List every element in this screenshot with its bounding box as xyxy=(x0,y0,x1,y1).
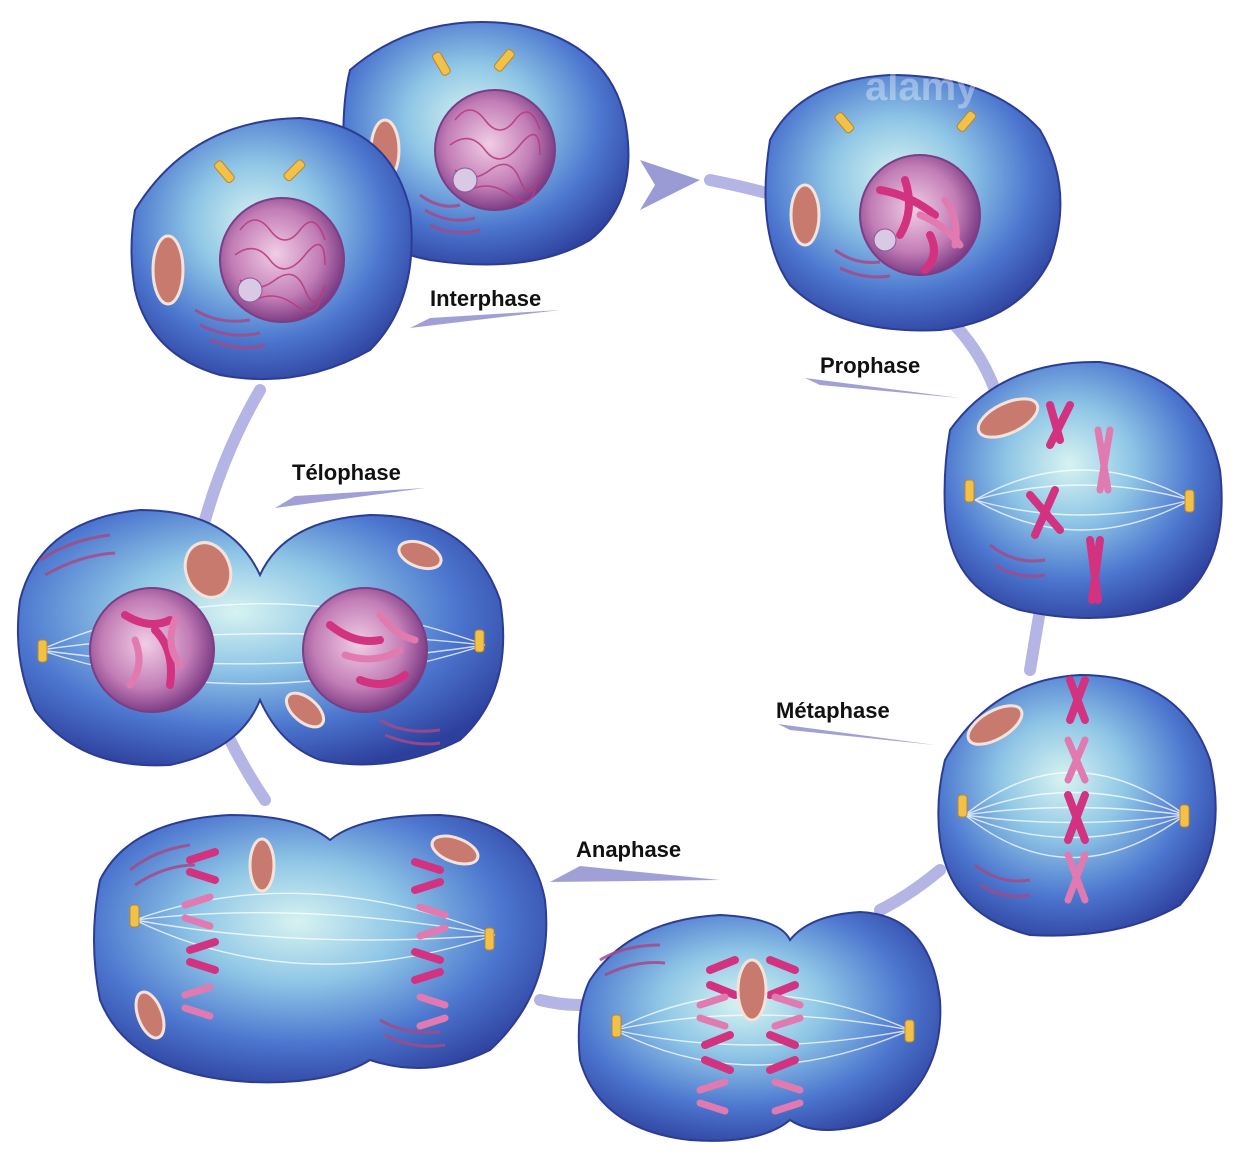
label-interphase-text: Interphase xyxy=(430,286,541,311)
label-telophase-text: Télophase xyxy=(292,460,401,485)
label-telophase: Télophase xyxy=(275,460,425,508)
anaphase-cell-small xyxy=(579,912,941,1141)
watermark: alamy xyxy=(865,65,979,109)
telophase-cell xyxy=(18,510,503,765)
label-metaphase-text: Métaphase xyxy=(776,698,890,723)
label-anaphase: Anaphase xyxy=(550,837,720,882)
label-prophase: Prophase xyxy=(805,353,960,398)
label-anaphase-text: Anaphase xyxy=(576,837,681,862)
label-metaphase: Métaphase xyxy=(776,698,935,745)
interphase-cell-front xyxy=(132,118,412,379)
label-interphase: Interphase xyxy=(410,286,560,328)
prophase-cell xyxy=(766,75,1061,330)
metaphase-cell xyxy=(938,675,1215,936)
prometaphase-cell xyxy=(945,362,1222,618)
cycle-arrow-icon xyxy=(640,160,700,210)
late-anaphase-cell xyxy=(94,815,546,1082)
label-prophase-text: Prophase xyxy=(820,353,920,378)
